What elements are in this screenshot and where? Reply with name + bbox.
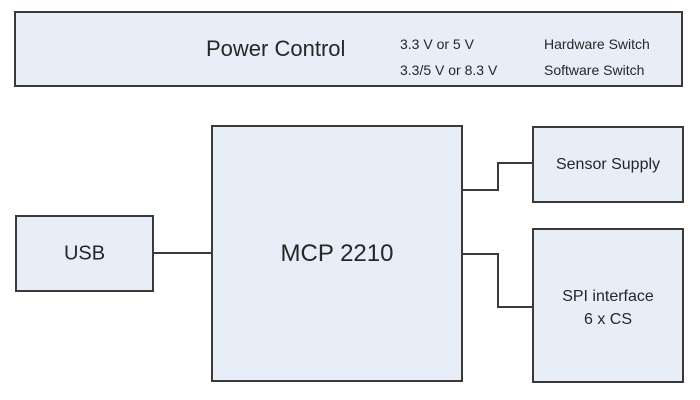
spi-interface-label-line1: SPI interface bbox=[562, 288, 654, 305]
connector-usb-mcp bbox=[154, 252, 211, 254]
spi-interface-label: SPI interface 6 x CS bbox=[534, 285, 682, 331]
connector-mcp-spi-segment-3 bbox=[497, 306, 532, 308]
connector-mcp-sensor-segment-3 bbox=[497, 162, 532, 164]
mcp2210-label: MCP 2210 bbox=[280, 239, 394, 267]
power-control-title: Power Control bbox=[206, 36, 346, 61]
sensor-supply-box: Sensor Supply bbox=[532, 126, 684, 203]
switch-type-software: Software Switch bbox=[544, 62, 645, 78]
sensor-supply-label: Sensor Supply bbox=[555, 155, 661, 173]
spi-interface-box: SPI interface 6 x CS bbox=[532, 228, 684, 383]
spi-interface-label-line2: 6 x CS bbox=[583, 311, 632, 328]
mcp2210-box: MCP 2210 bbox=[211, 125, 463, 382]
usb-box: USB bbox=[15, 215, 154, 292]
switch-type-hardware: Hardware Switch bbox=[544, 36, 650, 52]
switch-types-column: Hardware Switch Software Switch bbox=[544, 31, 650, 83]
voltage-option-software: 3.3/5 V or 8.3 V bbox=[400, 62, 498, 78]
voltage-options-column: 3.3 V or 5 V 3.3/5 V or 8.3 V bbox=[400, 31, 497, 83]
connector-mcp-spi-segment-1 bbox=[463, 253, 499, 255]
voltage-option-hardware: 3.3 V or 5 V bbox=[400, 36, 474, 52]
power-control-box: Power Control 3.3 V or 5 V 3.3/5 V or 8.… bbox=[14, 11, 683, 87]
connector-mcp-spi-segment-2 bbox=[497, 253, 499, 308]
connector-mcp-sensor-segment-2 bbox=[497, 162, 499, 191]
usb-label: USB bbox=[63, 242, 106, 264]
connector-mcp-sensor-segment-1 bbox=[463, 189, 499, 191]
